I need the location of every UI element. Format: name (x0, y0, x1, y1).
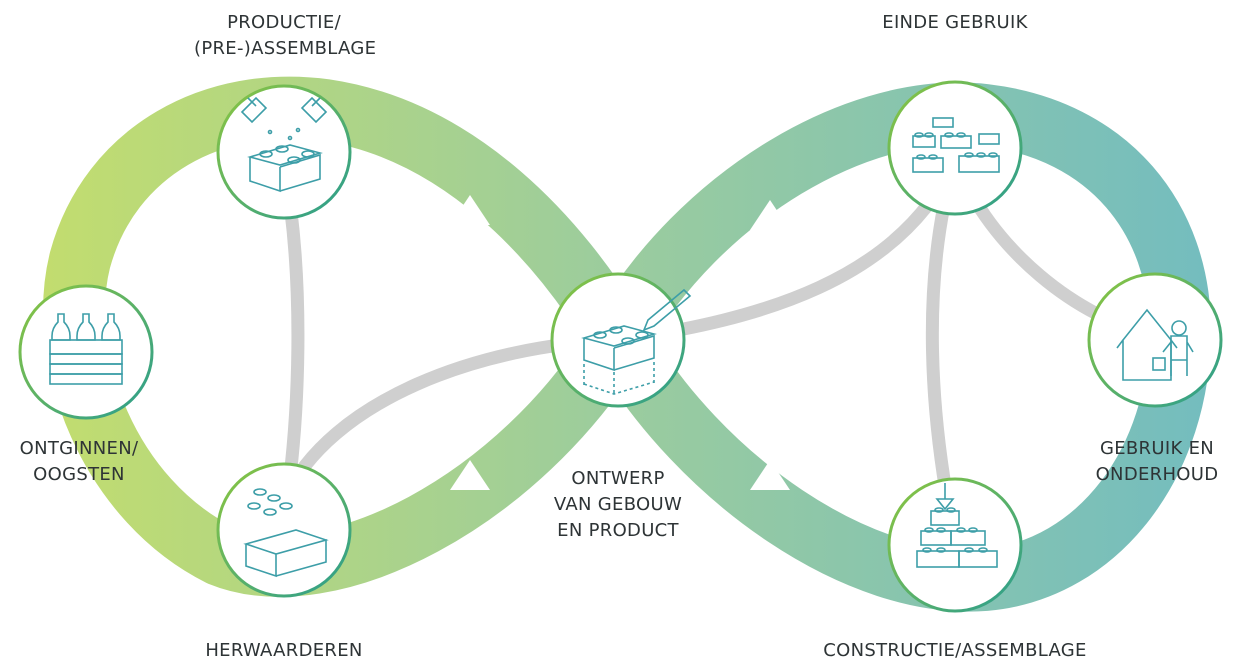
label-herwaarderen: HERWAARDEREN (205, 640, 363, 661)
crane-bricks-icon (916, 483, 998, 568)
arrow-lower-left (450, 460, 490, 490)
stage-circle-constructie (887, 477, 1023, 613)
bottle-crate-icon (49, 313, 123, 385)
brick-parts-icon (243, 488, 329, 578)
label-constructie: CONSTRUCTIE/ASSEMBLAGE (823, 640, 1087, 661)
label-ontwerp: ONTWERP VAN GEBOUW EN PRODUCT (553, 468, 683, 541)
scattered-bricks-icon (912, 117, 1000, 173)
stage-circle-gebruik (1087, 272, 1223, 408)
house-figure-icon (1116, 308, 1194, 381)
stage-circle-ontwerp (550, 272, 692, 408)
stage-circle-ontginnen (18, 284, 154, 420)
glue-bottles-brick-icon (240, 96, 328, 193)
stage-circle-productie (216, 84, 352, 220)
stage-circle-einde (887, 80, 1023, 216)
label-gebruik: GEBRUIK EN ONDERHOUD (1095, 438, 1219, 485)
arrow-lower-right (750, 460, 790, 490)
arrow-upper-right (750, 200, 790, 230)
stage-circle-herwaarderen (216, 462, 352, 598)
label-einde: EINDE GEBRUIK (882, 12, 1028, 33)
arrow-upper-left (450, 195, 490, 225)
label-productie: PRODUCTIE/ (PRE-)ASSEMBLAGE (194, 12, 377, 59)
direction-arrows (450, 195, 790, 490)
brick-pencil-icon (581, 288, 692, 396)
label-ontginnen: ONTGINNEN/ OOGSTEN (19, 438, 139, 485)
